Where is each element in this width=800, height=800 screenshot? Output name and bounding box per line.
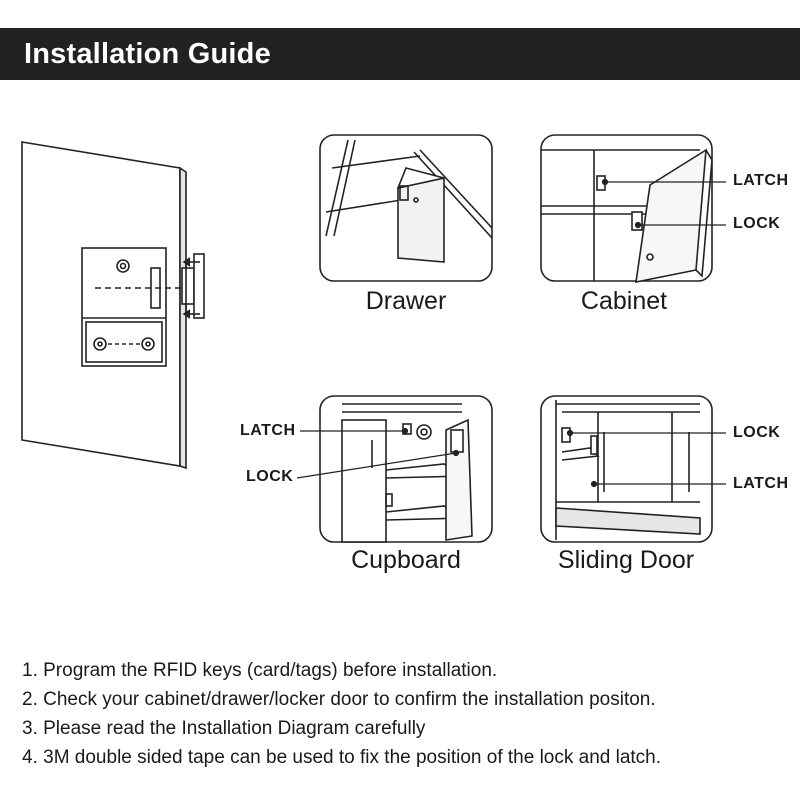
cupboard-latch-label: LATCH xyxy=(240,422,296,439)
drawer-caption: Drawer xyxy=(365,287,447,315)
cabinet-latch-label: LATCH xyxy=(733,172,789,189)
cabinet-callouts xyxy=(601,178,726,229)
latch-part xyxy=(181,253,205,319)
cabinet-caption: Cabinet xyxy=(580,287,668,315)
instruction-item: 2. Check your cabinet/drawer/locker door… xyxy=(22,689,656,710)
instruction-item: 1. Program the RFID keys (card/tags) bef… xyxy=(22,660,498,681)
sliding-door-scene xyxy=(540,395,713,543)
sliding-door-latch-label: LATCH xyxy=(733,475,789,492)
header-banner: Installation Guide xyxy=(0,28,800,80)
lock-body xyxy=(81,247,183,367)
cupboard-lock-label: LOCK xyxy=(246,468,294,485)
instruction-item: 3. Please read the Installation Diagram … xyxy=(22,718,426,739)
door-illustration xyxy=(21,141,205,470)
sliding-door-caption: Sliding Door xyxy=(557,546,695,574)
cupboard-callouts xyxy=(296,427,460,479)
drawer-scene xyxy=(319,134,493,282)
cupboard-scene xyxy=(319,395,493,543)
page-title: Installation Guide xyxy=(24,38,271,70)
cabinet-lock-label: LOCK xyxy=(733,215,781,232)
instruction-list: 1. Program the RFID keys (card/tags) bef… xyxy=(22,656,661,772)
cupboard-caption: Cupboard xyxy=(351,546,461,574)
sliding-door-lock-label: LOCK xyxy=(733,424,781,441)
sliding-door-callouts xyxy=(566,429,726,488)
cabinet-scene xyxy=(540,134,713,284)
instruction-item: 4. 3M double sided tape can be used to f… xyxy=(22,747,662,768)
